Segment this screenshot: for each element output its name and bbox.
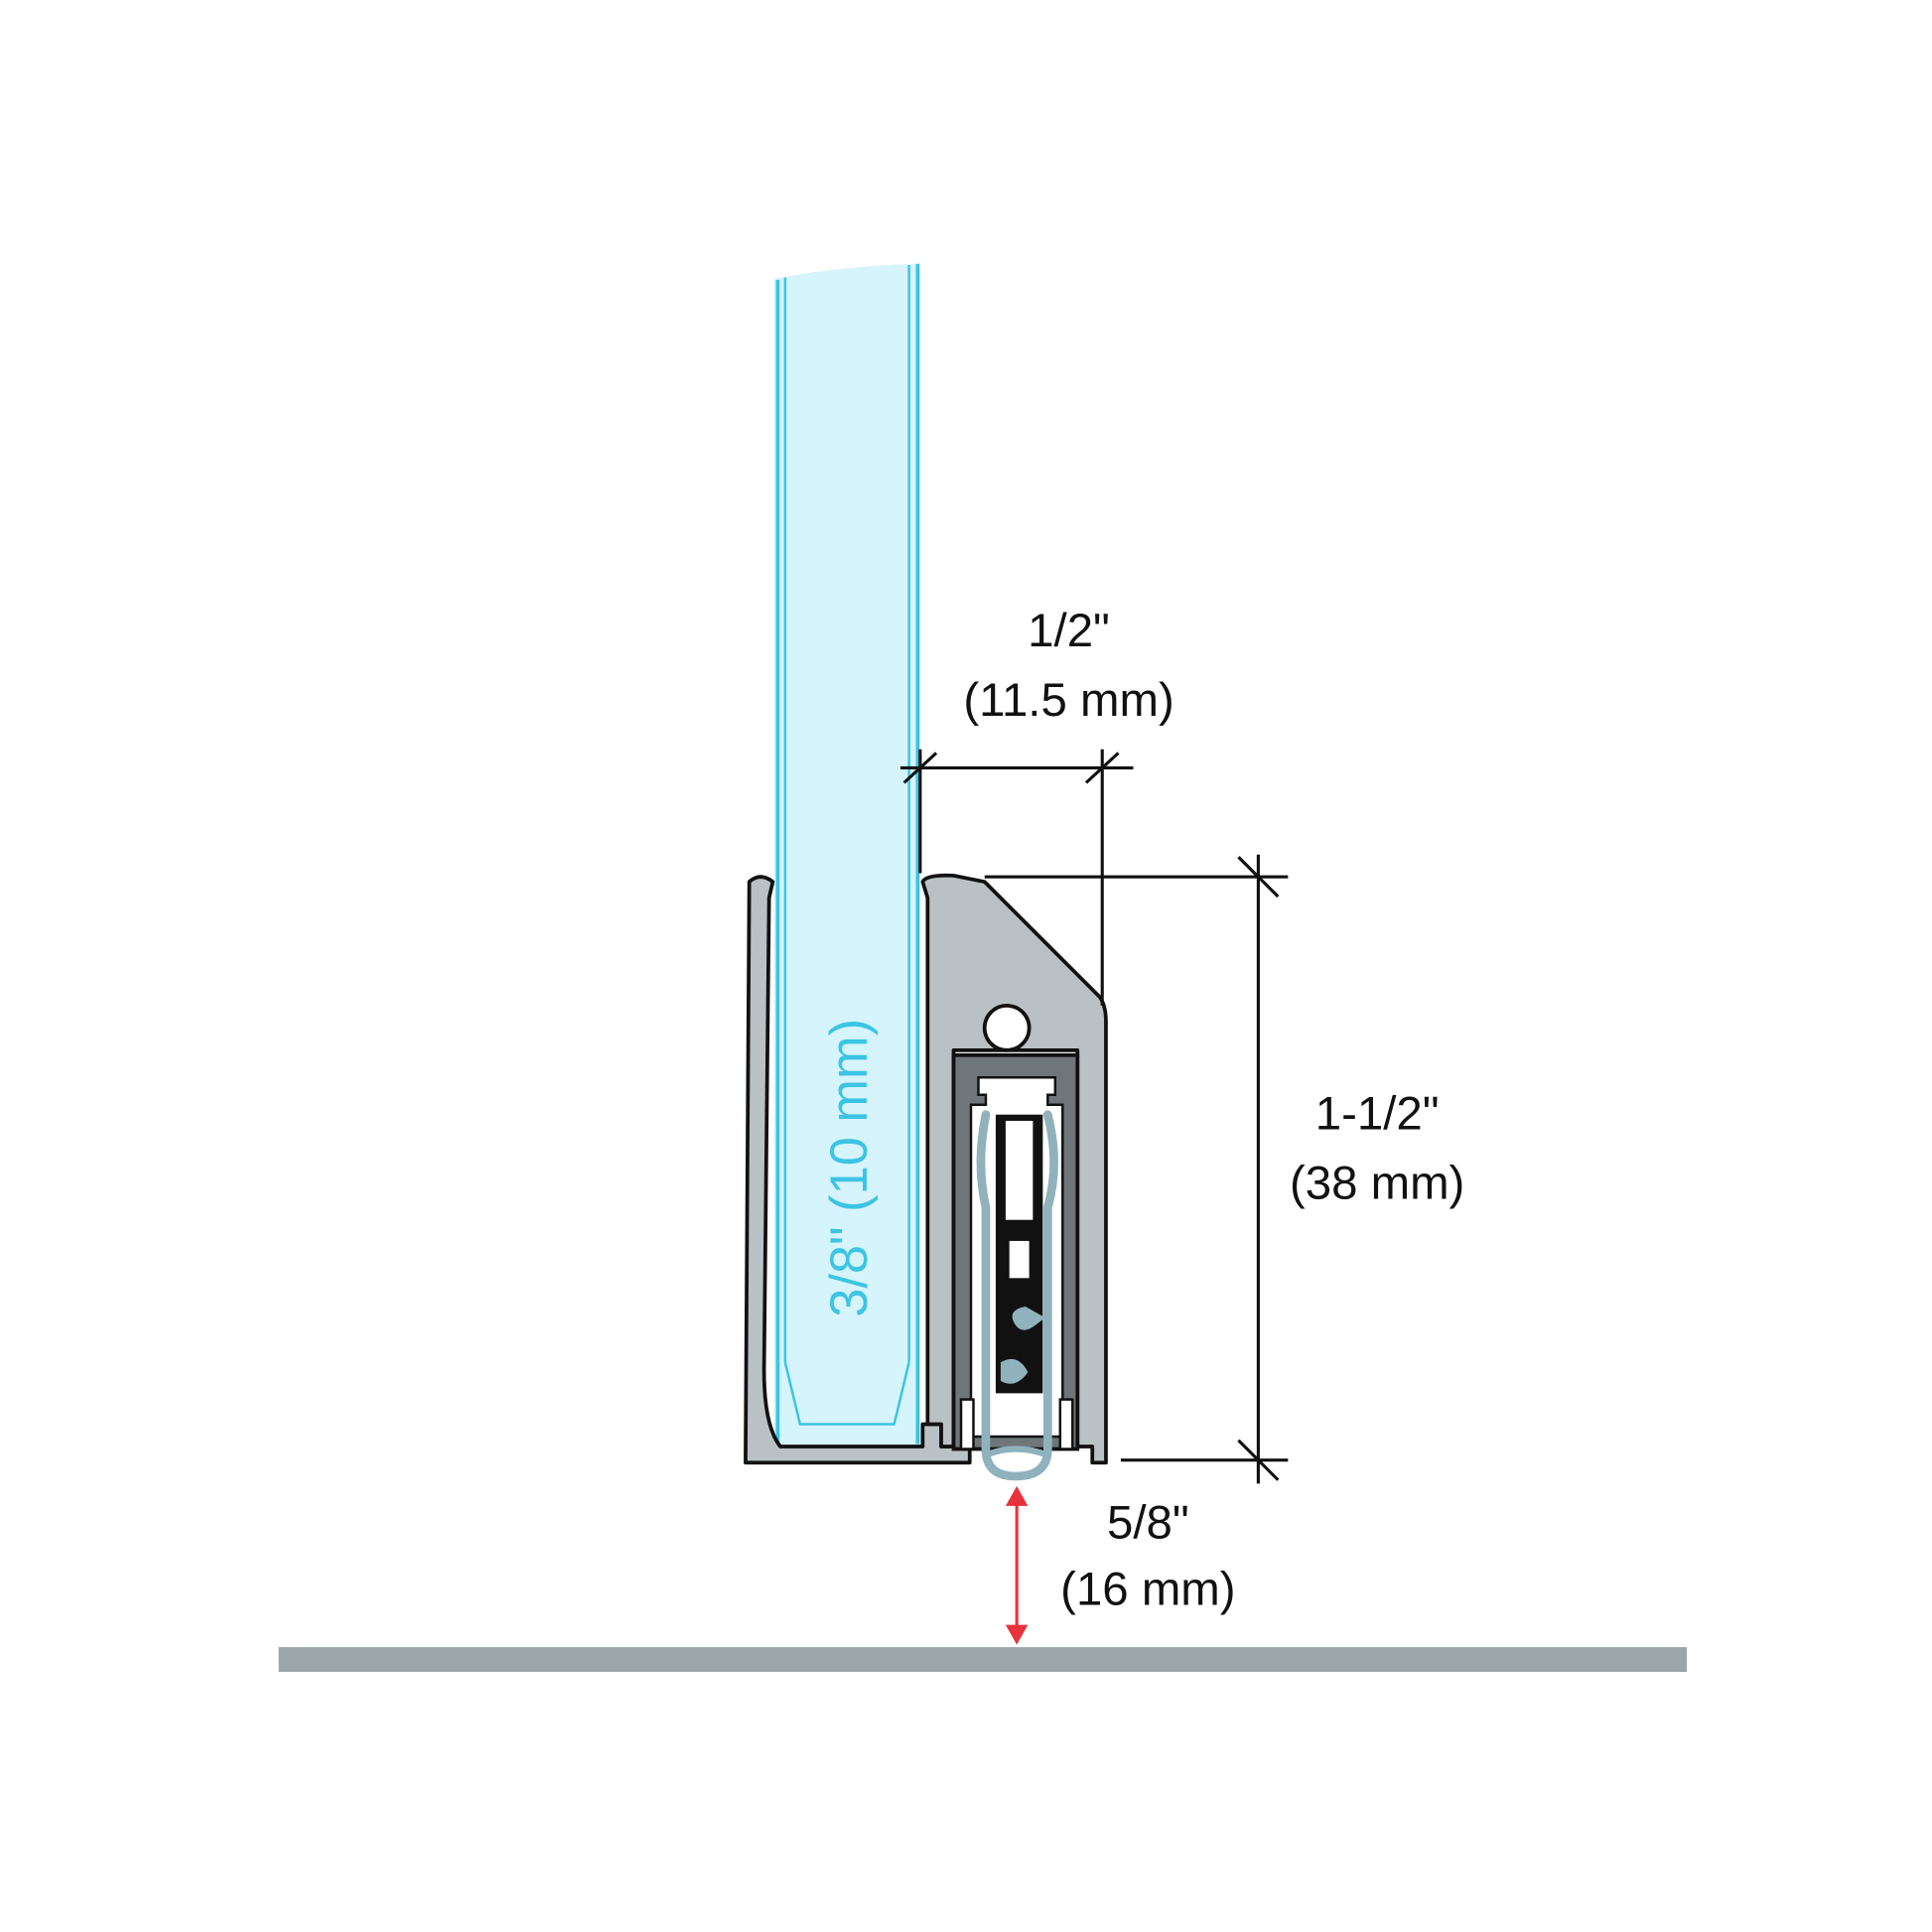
- drop-mm-label: (16 mm): [1060, 1564, 1235, 1616]
- floor-line: [278, 1647, 1688, 1673]
- top-offset-mm-label: (11.5 mm): [963, 674, 1173, 727]
- seal-housing: [951, 1052, 1080, 1451]
- u-channel: [744, 873, 1108, 1465]
- rail-height-in-label: 1-1/2": [1315, 1088, 1440, 1141]
- top-offset-in-label: 1/2": [1028, 605, 1110, 657]
- drop-arrow: [1005, 1485, 1029, 1645]
- glass-thickness-label: 3/8" (10 mm): [821, 1019, 879, 1317]
- glass-panel: [773, 263, 920, 1448]
- drop-seal: [976, 1110, 1058, 1481]
- rail-height-mm-label: (38 mm): [1290, 1158, 1464, 1210]
- dimension-rail-height: [984, 854, 1289, 1484]
- drop-in-label: 5/8": [1107, 1496, 1189, 1549]
